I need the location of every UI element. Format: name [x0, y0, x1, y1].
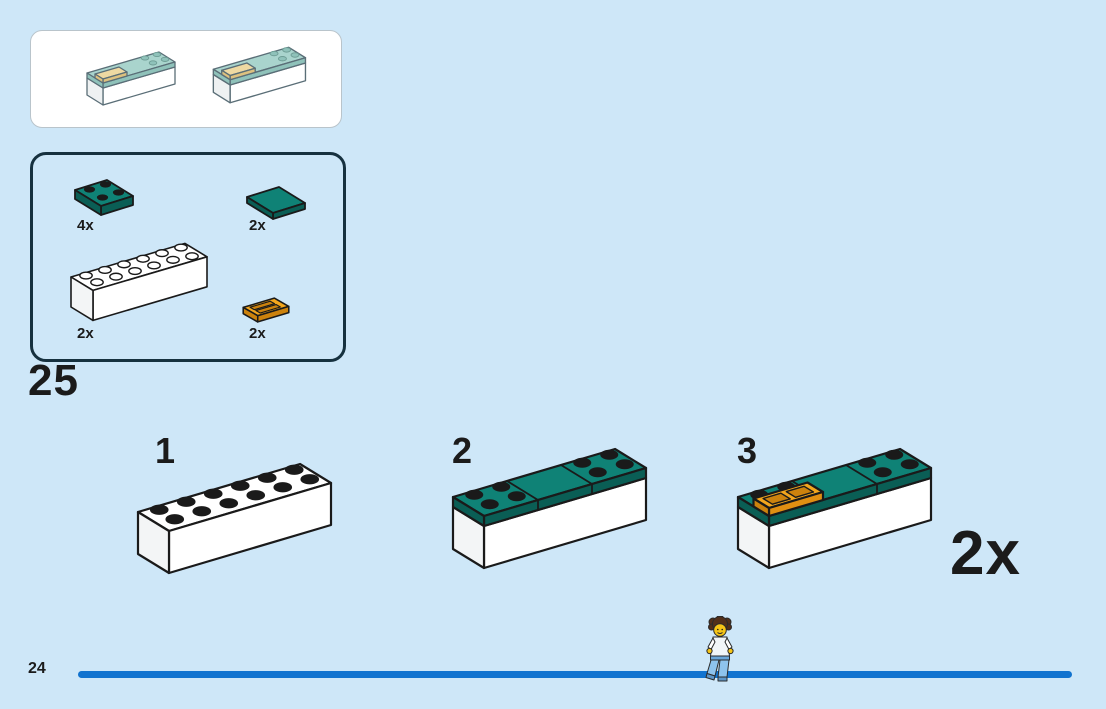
- minifigure-icon: [705, 616, 734, 682]
- part-count-white-brick: 2x: [77, 325, 94, 342]
- parts-list-box: 4x 2x: [30, 152, 346, 362]
- substep-2-label: 2: [452, 430, 473, 471]
- orange-grille-1x2-image: [242, 297, 290, 323]
- progress-bar: [78, 671, 1072, 678]
- part-count-teal-tile: 2x: [249, 217, 266, 234]
- page-number: 24: [28, 660, 46, 677]
- substep-1-brick-image: [136, 462, 333, 575]
- substep-3-brick-image: [736, 447, 933, 570]
- assembly-multiplier: 2x: [950, 519, 1021, 588]
- preview-assembly-left-image: [86, 51, 176, 106]
- previous-step-preview-box: [30, 30, 342, 128]
- substep-3-label: 3: [737, 430, 758, 471]
- part-count-orange-grille: 2x: [249, 325, 266, 342]
- preview-assembly-right-image: [212, 46, 307, 104]
- substep-2-brick-image: [451, 447, 648, 570]
- part-count-teal-plate: 4x: [77, 217, 94, 234]
- white-brick-2x6-image: [70, 242, 208, 322]
- substep-1-label: 1: [155, 430, 176, 471]
- teal-tile-2x2-image: [246, 186, 306, 220]
- teal-plate-2x2-image: [74, 179, 134, 216]
- step-number: 25: [28, 356, 79, 405]
